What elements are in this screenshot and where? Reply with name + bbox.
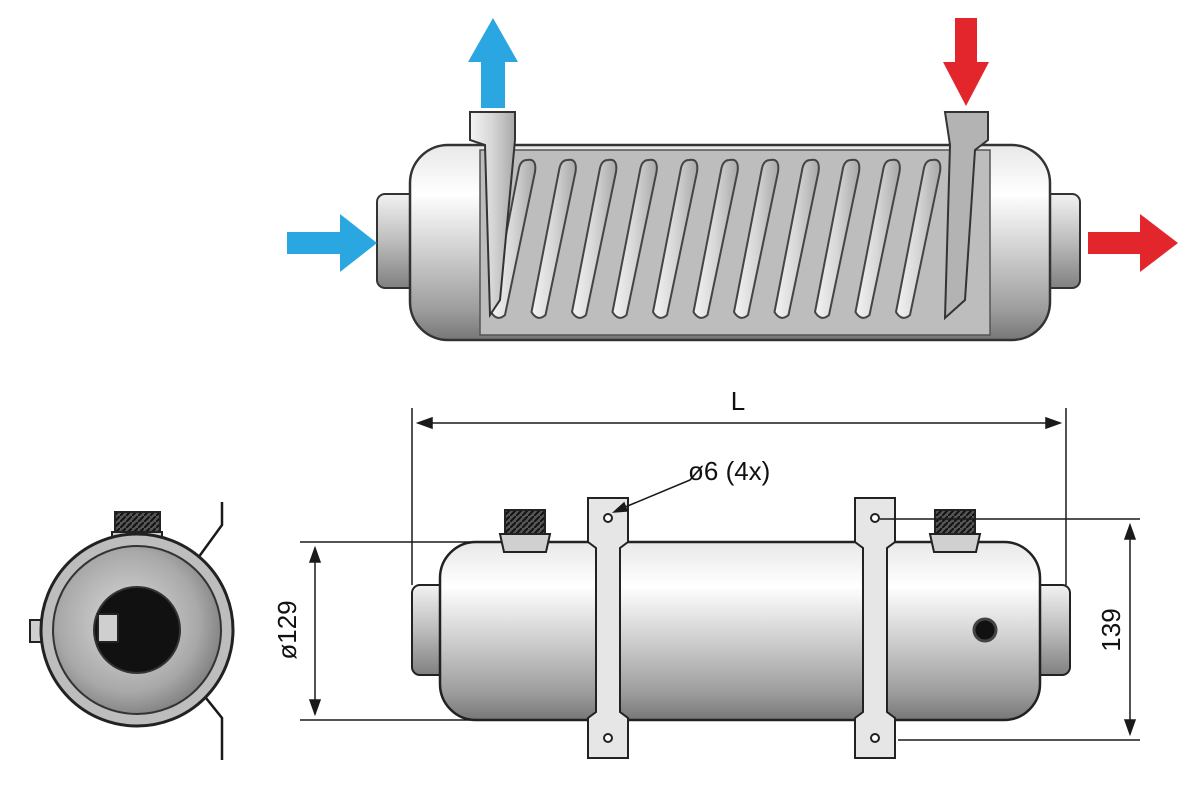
diameter-label: ø129 (272, 600, 302, 659)
coil-turn (530, 158, 577, 319)
coil-turn (611, 158, 658, 319)
arrow-right-icon (287, 214, 377, 272)
arrow-down-icon (943, 18, 989, 106)
coil-turn (570, 158, 618, 319)
height-label: 139 (1096, 608, 1126, 651)
coil-turn (692, 158, 739, 319)
coil-turn (854, 158, 901, 319)
coil-turn (894, 158, 942, 319)
coil-turn (813, 158, 861, 319)
side-view (411, 497, 1071, 759)
coil-turn (651, 158, 699, 319)
coil-turn (773, 158, 820, 319)
mount-hole-label: ø6 (4x) (688, 456, 770, 486)
arrow-right-icon (1088, 214, 1178, 272)
coil-turn (732, 158, 780, 319)
coil-windings (489, 158, 942, 319)
hot-inlet-pipe (943, 111, 989, 321)
arrow-up-icon (468, 18, 518, 108)
dimension-lines (300, 408, 1140, 741)
exchanger-top-view (376, 111, 1081, 342)
length-label: L (731, 386, 745, 416)
end-view (29, 502, 235, 760)
cold-outlet-pipe (469, 111, 516, 319)
